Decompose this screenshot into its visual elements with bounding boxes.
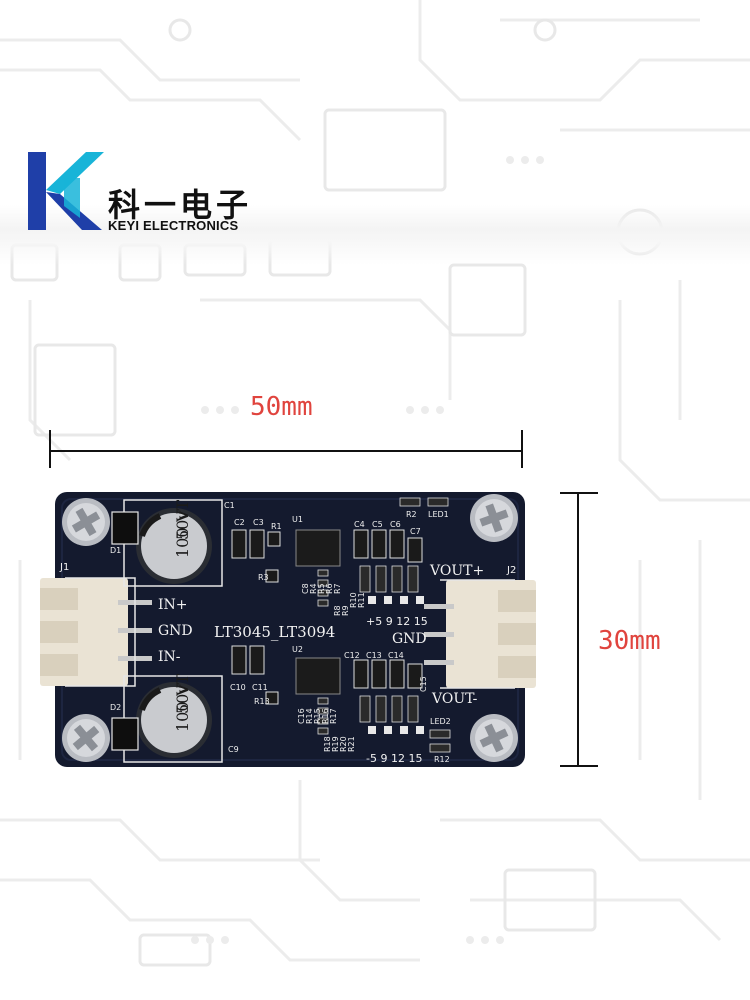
- component-ref-label: C13: [366, 651, 382, 660]
- component-ref-label: R16: [321, 708, 330, 724]
- connector-j1: [40, 578, 152, 686]
- component-ref-label: R8: [333, 605, 342, 616]
- component-ref-label: R19: [331, 736, 340, 752]
- label-j1: J1: [59, 562, 69, 573]
- screw-top-right: [470, 494, 518, 542]
- component-ref-label: R4: [309, 583, 318, 594]
- label-in-gnd: GND: [158, 623, 193, 639]
- component-ref-label: D1: [110, 546, 121, 555]
- voltage-top: +5 9 12 15: [366, 615, 428, 628]
- component-ref-label: R11: [357, 592, 366, 608]
- label-out-gnd: GND: [392, 631, 427, 647]
- component-ref-label: R10: [349, 592, 358, 608]
- width-dimension-line: [49, 430, 523, 468]
- width-dimension-label: 50mm: [250, 392, 313, 422]
- component-ref-label: C14: [388, 651, 404, 660]
- component-ref-label: C9: [228, 745, 239, 754]
- cap-top-line3: VT: [173, 499, 192, 523]
- board-title: LT3045_LT3094: [214, 623, 335, 641]
- component-ref-label: R5: [317, 583, 326, 594]
- component-ref-label: R2: [406, 510, 417, 519]
- label-in-minus: IN-: [158, 649, 181, 665]
- height-dimension-label: 30mm: [598, 626, 661, 656]
- component-ref-label: R3: [258, 573, 269, 582]
- label-j2: J2: [506, 565, 516, 576]
- cap-bottom-line3: VT: [173, 673, 192, 697]
- component-ref-label: R17: [329, 708, 338, 724]
- ic-u2: [295, 657, 341, 695]
- component-ref-label: R20: [339, 736, 348, 752]
- component-ref-label: R6: [325, 583, 334, 594]
- component-ref-label: R14: [305, 708, 314, 724]
- component-ref-label: R1: [271, 522, 282, 531]
- ic-u1: [295, 529, 341, 567]
- brand-name-en: KEYI ELECTRONICS: [108, 218, 239, 233]
- capacitor-c9: [123, 675, 223, 763]
- voltage-bottom: -5 9 12 15: [366, 752, 422, 765]
- component-ref-label: C12: [344, 651, 360, 660]
- component-ref-label: C11: [252, 683, 268, 692]
- component-ref-label: U2: [292, 645, 303, 654]
- label-vout-plus: VOUT+: [429, 563, 484, 579]
- component-ref-label: C3: [253, 518, 264, 527]
- component-ref-label: C2: [234, 518, 245, 527]
- component-ref-label: C1: [224, 501, 235, 510]
- component-ref-label: C10: [230, 683, 246, 692]
- component-ref-label: C4: [354, 520, 365, 529]
- component-ref-label: C6: [390, 520, 401, 529]
- component-ref-label: U1: [292, 515, 303, 524]
- component-ref-label: LED2: [430, 717, 451, 726]
- component-ref-label: R13: [254, 697, 270, 706]
- cap-top-line1: 100: [173, 527, 192, 558]
- component-ref-label: C7: [410, 527, 421, 536]
- capacitor-c1: [123, 499, 223, 587]
- connector-j2: [424, 580, 536, 688]
- brand-name-cn: 科一电子: [108, 186, 253, 224]
- component-ref-label: C16: [297, 708, 306, 724]
- light-band: [0, 205, 750, 265]
- component-ref-label: R18: [323, 736, 332, 752]
- component-ref-label: C8: [301, 583, 310, 594]
- component-ref-label: R7: [333, 583, 342, 594]
- component-ref-label: R9: [341, 605, 350, 616]
- screw-top-left: [62, 498, 110, 546]
- screw-bottom-right: [470, 714, 518, 762]
- component-ref-label: C5: [372, 520, 383, 529]
- cap-bottom-line2: 50v: [173, 685, 192, 714]
- cap-bottom-line1: 100: [173, 701, 192, 732]
- component-ref-label: R15: [313, 708, 322, 724]
- screw-bottom-left: [62, 714, 110, 762]
- label-in-plus: IN+: [158, 597, 188, 613]
- component-ref-label: R21: [347, 736, 356, 752]
- component-ref-label: R12: [434, 755, 450, 764]
- component-ref-label: C15: [419, 676, 428, 692]
- height-dimension-line: [560, 492, 598, 767]
- label-vout-minus: VOUT-: [431, 691, 478, 707]
- component-ref-label: D2: [110, 703, 121, 712]
- cap-top-line2: 50v: [173, 511, 192, 540]
- keyi-logo-icon: [28, 152, 104, 230]
- component-ref-label: LED1: [428, 510, 449, 519]
